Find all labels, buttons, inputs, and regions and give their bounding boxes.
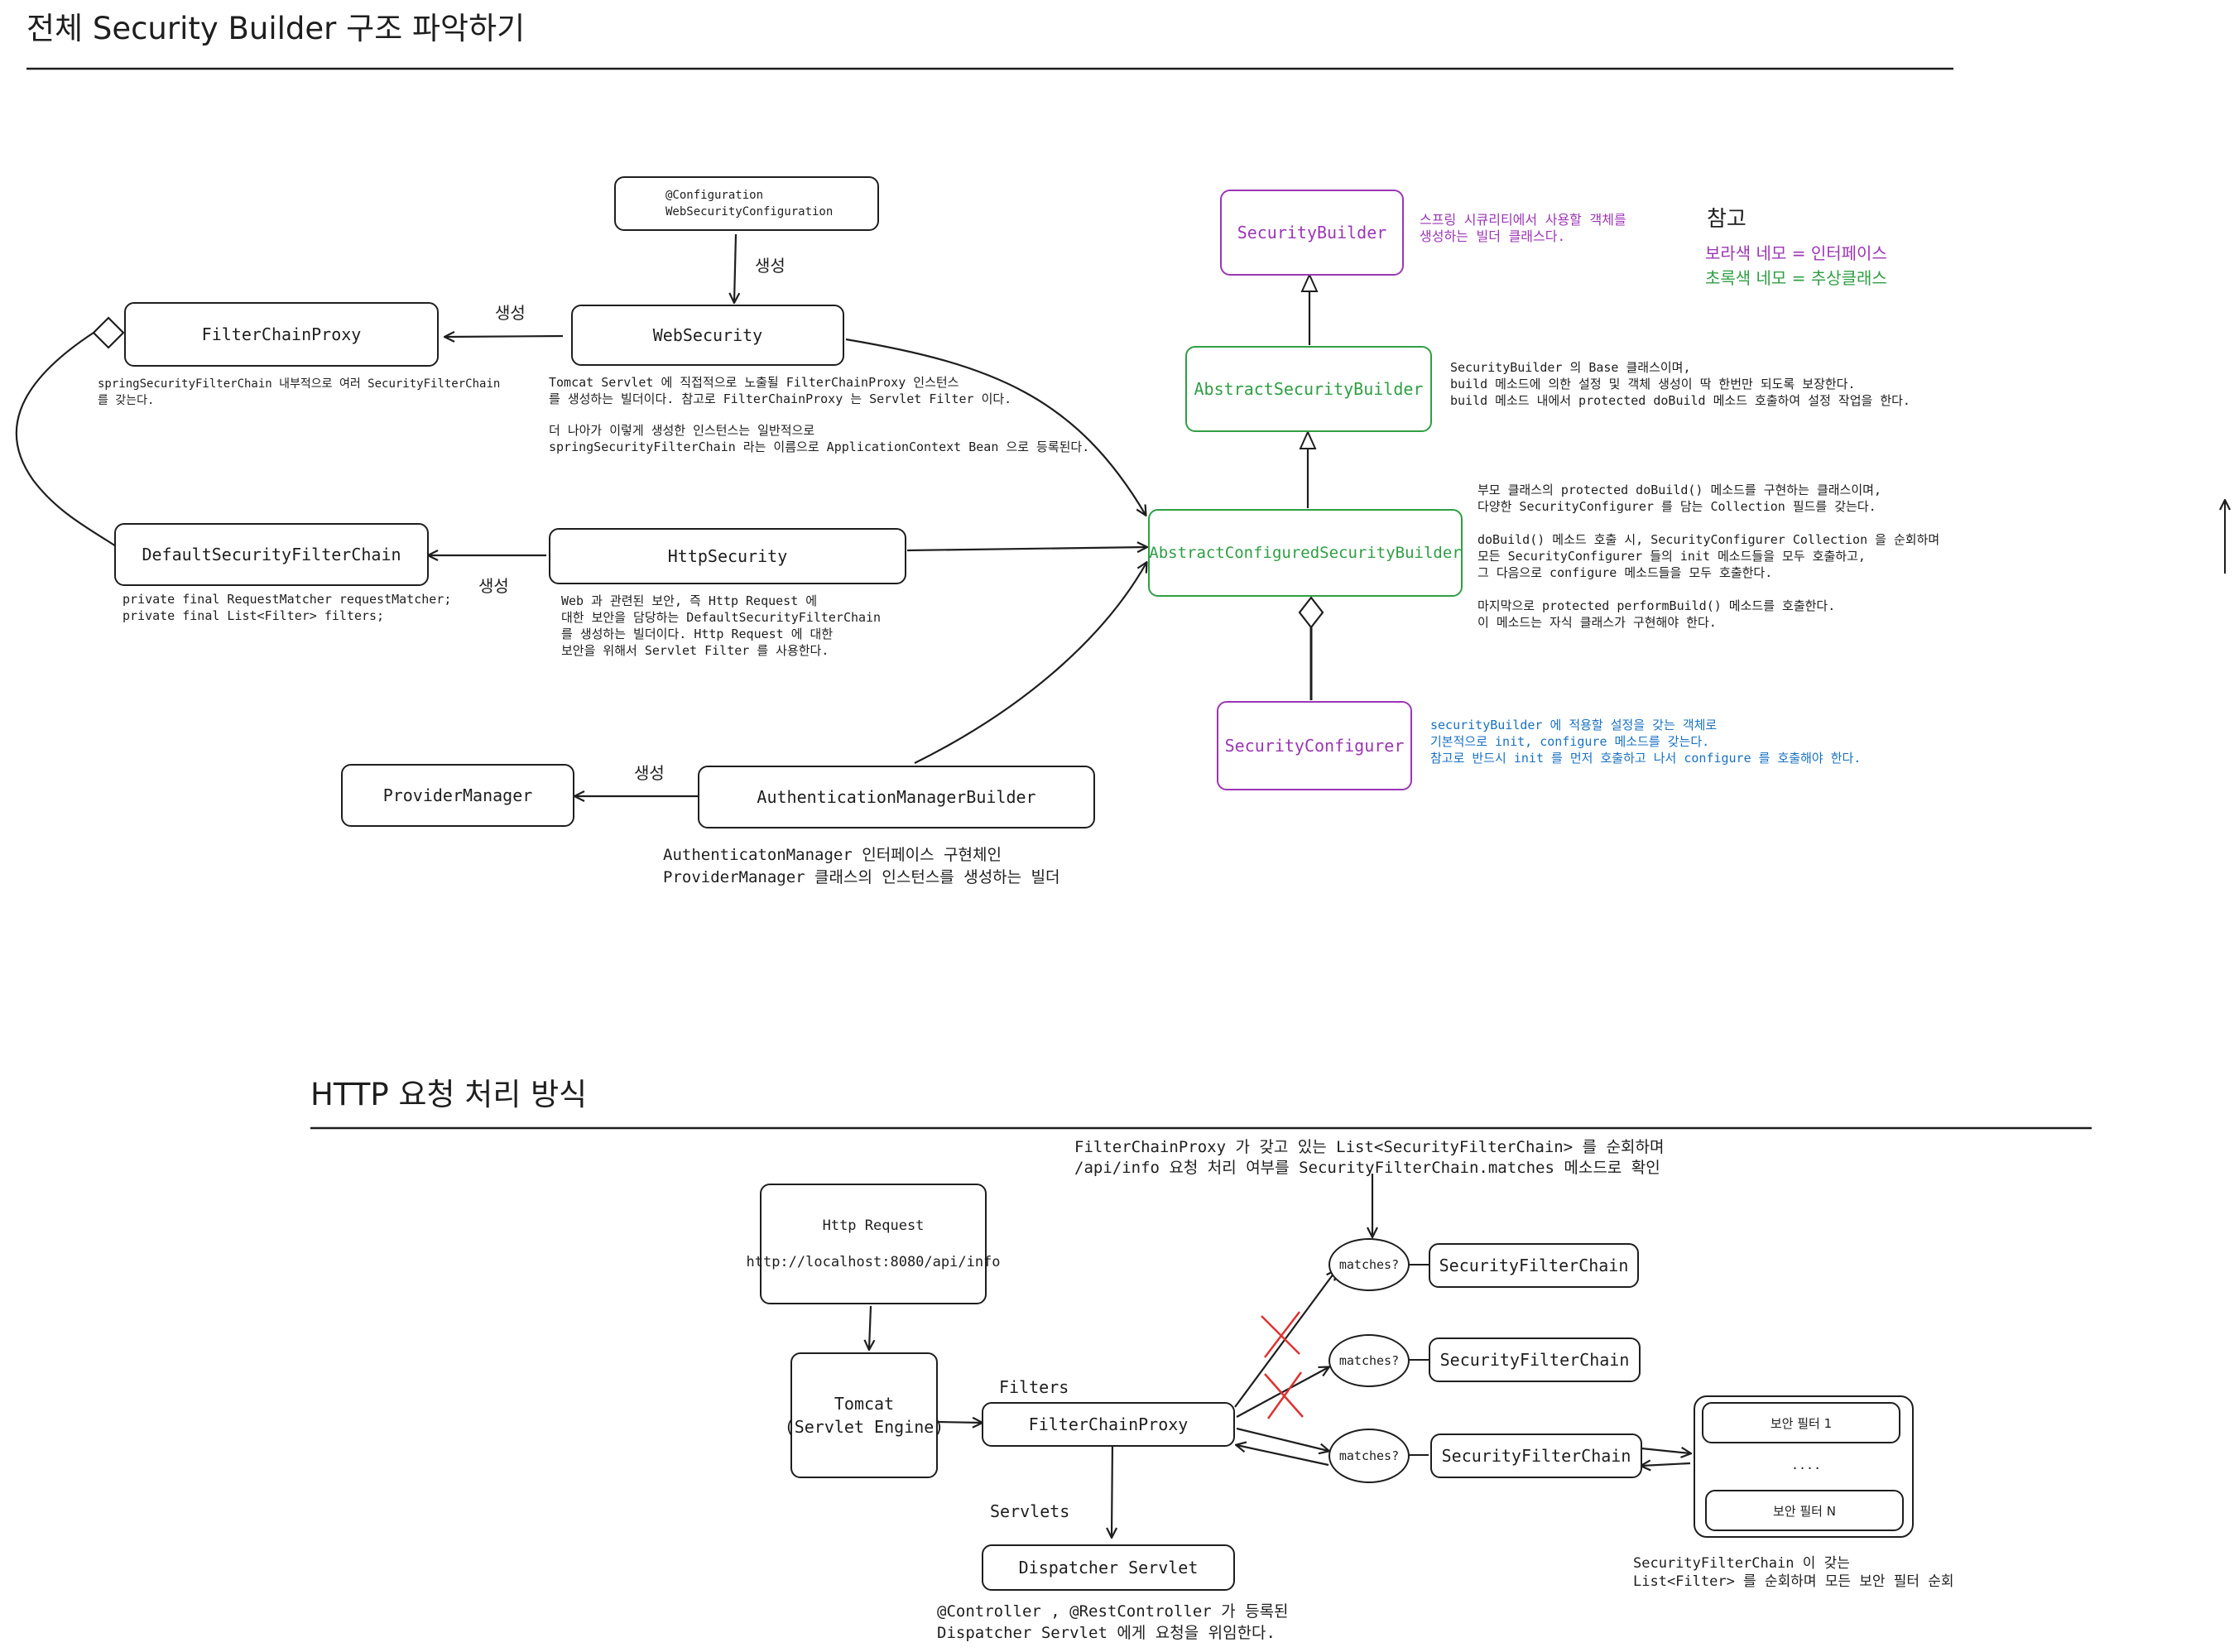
arrow-http-to-acsb [906, 547, 1146, 550]
note-acsb-1: 부모 클래스의 protected doBuild() 메소드를 구현하는 클래… [1477, 483, 1881, 514]
note-abstract-security-builder: SecurityBuilder 의 Base 클래스이며, build 메소드에… [1450, 360, 1910, 408]
legend-green: 초록색 네모 = 추상클래스 [1705, 268, 1887, 288]
note-security-configurer: securityBuilder 에 적용할 설정을 갖는 객체로 기본적으로 i… [1430, 718, 1862, 766]
abstract-security-builder-box: AbstractSecurityBuilder [1185, 346, 1432, 432]
security-filter-chain-3: SecurityFilterChain [1430, 1433, 1642, 1478]
section2-title: HTTP 요청 처리 방식 [310, 1077, 588, 1112]
label-filters: Filters [999, 1377, 1069, 1397]
security-filter-1: 보안 필터 1 [1702, 1402, 1900, 1443]
filter-chain-proxy-box-2: FilterChainProxy [982, 1402, 1235, 1447]
aggregation-diamond-fcp [92, 316, 125, 349]
matches-oval-2: matches? [1329, 1334, 1410, 1387]
section1-title: 전체 Security Builder 구조 파악하기 [26, 11, 526, 46]
provider-manager-box: ProviderManager [341, 764, 574, 827]
security-filter-dots: .... [1791, 1458, 1822, 1472]
note-http-security: Web 과 관련된 보안, 즉 Http Request 에 대한 보안을 담당… [561, 593, 882, 658]
default-security-filter-chain-box: DefaultSecurityFilterChain [114, 523, 429, 586]
matches-oval-1: matches? [1329, 1238, 1410, 1291]
filter-chain-proxy-box: FilterChainProxy [124, 302, 439, 367]
security-builder-box: SecurityBuilder [1220, 190, 1404, 276]
arrow-tomcat-to-fcp [937, 1422, 982, 1423]
tomcat-box: Tomcat (Servlet Engine) [785, 1352, 944, 1478]
arrow-websecurity-to-acsb [845, 338, 1146, 515]
red-cross-2 [1264, 1371, 1304, 1419]
arrow-websecurity-to-fcp [445, 336, 564, 337]
edge-label-amb-to-pm: 생성 [634, 763, 665, 783]
edge-label-web-to-fcp: 생성 [495, 303, 526, 323]
note-amb: AuthenticatonManager 인터페이스 구현체인 Provider… [663, 846, 1060, 886]
edge-label-http-to-default: 생성 [478, 576, 509, 596]
note-acsb-2: doBuild() 메소드 호출 시, SecurityConfigurer C… [1477, 532, 1940, 580]
http-request-box: Http Request http://localhost:8080/api/i… [746, 1184, 1001, 1304]
red-cross-1 [1261, 1311, 1300, 1358]
note-fcp: springSecurityFilterChain 내부적으로 여러 Secur… [98, 377, 501, 407]
authentication-manager-builder-box: AuthenticationManagerBuilder [698, 766, 1095, 828]
note-sfc: SecurityFilterChain 이 갖는 List<Filter> 를 … [1633, 1555, 1954, 1590]
legend-title: 참고 [1707, 207, 1747, 232]
note-default-chain: private final RequestMatcher requestMatc… [123, 592, 452, 623]
arrow-match3-to-fcp [1237, 1445, 1329, 1467]
arrow-sfc3-to-filters [1641, 1448, 1690, 1453]
http-security-box: HttpSecurity [549, 528, 906, 584]
note-acsb-3: 마지막으로 protected performBuild() 메소드를 호출한다… [1477, 598, 1836, 630]
arrow-config-to-websecurity [734, 233, 736, 302]
arrow-fcp-to-match2 [1236, 1367, 1329, 1418]
aggregation-diamond-acsb [1298, 596, 1324, 629]
security-filter-n: 보안 필터 N [1705, 1490, 1904, 1531]
configuration-box: @Configuration WebSecurityConfiguration [614, 176, 879, 231]
arrow-filters-to-sfc3 [1641, 1463, 1691, 1466]
matches-oval-3: matches? [1329, 1429, 1410, 1483]
web-security-box: WebSecurity [571, 305, 844, 366]
arrow-fcp-to-match3 [1236, 1427, 1329, 1451]
note-fcp-top: FilterChainProxy 가 갖고 있는 List<SecurityFi… [1074, 1138, 1665, 1177]
dispatcher-servlet-box: Dispatcher Servlet [982, 1544, 1235, 1591]
note-security-builder: 스프링 시큐리티에서 사용할 객체를 생성하는 빌더 클래스다. [1420, 212, 1626, 244]
note-web-security-1: Tomcat Servlet 에 직접적으로 노출될 FilterChainPr… [549, 375, 1012, 406]
note-web-security-2: 더 나아가 이렇게 생성한 인스턴스는 일반적으로 springSecurity… [549, 423, 1090, 454]
edge-label-config-to-web: 생성 [755, 256, 786, 276]
arrow-amb-to-acsb [914, 563, 1146, 764]
note-dispatcher: @Controller , @RestController 가 등록된 Disp… [937, 1602, 1289, 1642]
legend-purple: 보라색 네모 = 인터페이스 [1705, 243, 1887, 263]
security-filter-chain-1: SecurityFilterChain [1429, 1243, 1639, 1288]
label-servlets: Servlets [990, 1501, 1070, 1521]
security-configurer-box: SecurityConfigurer [1217, 701, 1412, 790]
security-filter-chain-2: SecurityFilterChain [1429, 1337, 1641, 1382]
abstract-configured-security-builder-box: AbstractConfiguredSecurityBuilder [1148, 509, 1463, 597]
arrow-request-to-tomcat [869, 1305, 871, 1349]
